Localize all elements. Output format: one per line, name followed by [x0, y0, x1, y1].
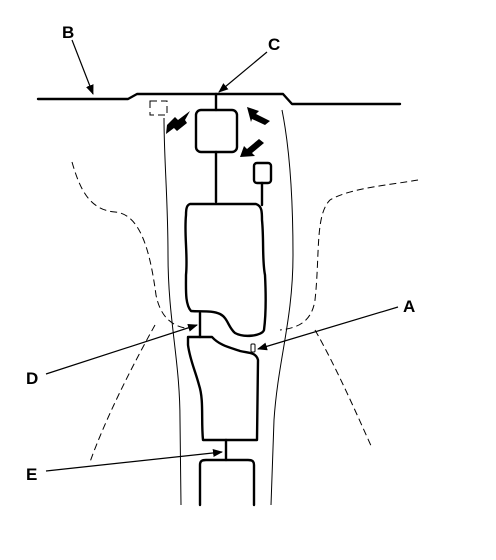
label-c: C [268, 35, 280, 54]
channel-right-edge [270, 109, 294, 506]
arrow-left-icon [166, 111, 190, 134]
left-dashed-contour [71, 161, 186, 329]
label-a: A [403, 297, 415, 316]
leader-c [218, 51, 268, 93]
right-dashed-contour [279, 179, 419, 331]
clip-a [250, 343, 256, 353]
label-d: D [26, 369, 38, 388]
label-e: E [26, 465, 37, 484]
dashed-clip [149, 100, 168, 116]
leader-d [45, 323, 198, 375]
leader-a [257, 306, 399, 351]
upper-connector [194, 108, 239, 154]
bottom-connector [198, 458, 256, 507]
arrow-right-icon [247, 107, 270, 125]
panel-edge [36, 92, 402, 106]
leader-b [71, 39, 94, 95]
main-body-upper [184, 202, 267, 338]
arrow-lower-icon [240, 139, 264, 157]
right-dashed-lower [314, 329, 373, 449]
main-body-lower [186, 335, 260, 442]
leader-e [45, 448, 223, 472]
label-b: B [62, 23, 74, 42]
channel-left-edge [163, 117, 182, 506]
left-dashed-lower [89, 324, 156, 463]
side-connector [252, 161, 273, 185]
